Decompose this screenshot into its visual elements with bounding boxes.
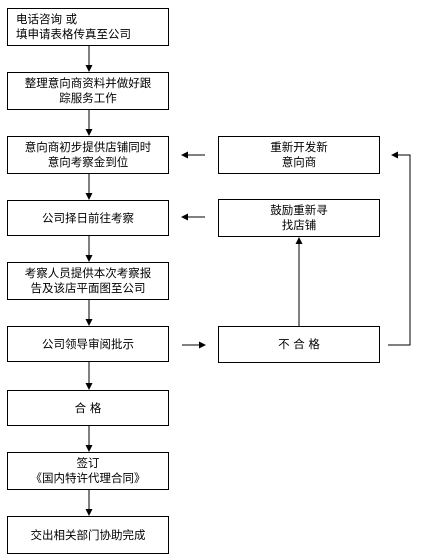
step-redevelop: 重新开发新 意向商 bbox=[218, 136, 380, 174]
arrow-fail-to-redevelop bbox=[388, 151, 411, 346]
step-sign-contract: 签订 《国内特许代理合同》 bbox=[7, 452, 169, 490]
step-fail: 不 合 格 bbox=[218, 326, 380, 363]
step-provide-store: 意向商初步提供店铺同时 意向考察金到位 bbox=[7, 136, 169, 174]
step-handover: 交出相关部门协助完成 bbox=[7, 516, 169, 554]
step-qualified: 合 格 bbox=[7, 390, 169, 426]
step-apply: 电话咨询 或 填申请表格传真至公司 bbox=[7, 8, 169, 46]
step-encourage: 鼓励重新寻 找店铺 bbox=[218, 199, 380, 237]
step-inspection-report: 考察人员提供本次考察报 告及该店平面图至公司 bbox=[7, 262, 169, 300]
step-organize-info: 整理意向商资料并做好跟 踪服务工作 bbox=[7, 72, 169, 110]
step-schedule-inspection: 公司择日前往考察 bbox=[7, 200, 169, 236]
step-leader-review: 公司领导审阅批示 bbox=[7, 326, 169, 362]
